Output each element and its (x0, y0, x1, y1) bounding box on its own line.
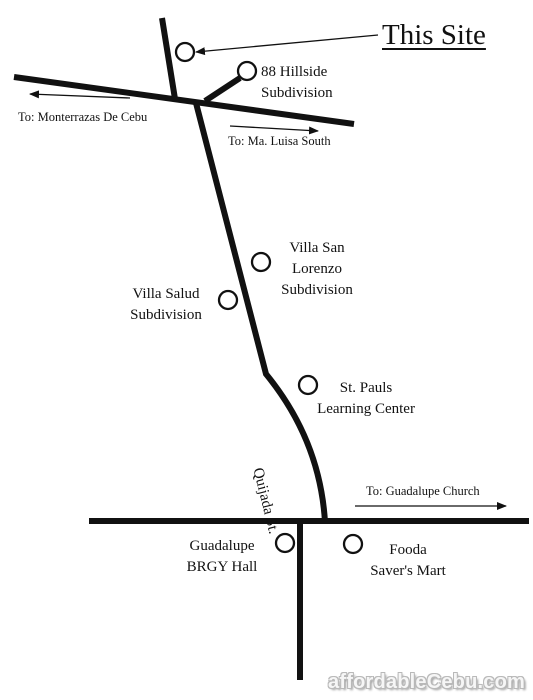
watermark-logo: affordableCebu.com (328, 671, 525, 693)
guadalupe-brgy-marker (274, 532, 296, 554)
hillside-label-line-1: 88 Hillside (261, 64, 328, 80)
hillside-marker (236, 60, 258, 82)
guadalupe-brgy-line-2: BRGY Hall (186, 559, 258, 575)
villa-salud-line-1: Villa Salud (132, 286, 200, 302)
fooda-line-2: Saver's Mart (370, 563, 446, 579)
guadalupe-brgy-label: Guadalupe BRGY Hall (176, 536, 268, 578)
villa-san-lorenzo-line-1: Villa San (289, 240, 345, 256)
arrow-to-monterrazas (29, 90, 131, 99)
villa-san-lorenzo-marker (250, 251, 272, 273)
st-pauls-line-1: St. Pauls (339, 380, 393, 396)
this-site-marker (174, 41, 196, 63)
arrow-to-ma-luisa (229, 125, 319, 135)
villa-san-lorenzo-line-2: Lorenzo (292, 261, 342, 277)
villa-san-lorenzo-line-3: Subdivision (281, 282, 353, 298)
st-pauls-marker (297, 374, 319, 396)
north-road (159, 17, 178, 100)
fooda-label: Fooda Saver's Mart (366, 540, 450, 582)
monterrazas-direction-label: To: Monterrazas De Cebu (18, 110, 148, 124)
guadalupe-brgy-line-1: Guadalupe (189, 538, 255, 554)
villa-salud-marker (217, 289, 239, 311)
villa-san-lorenzo-label: Villa San Lorenzo Subdivision (272, 238, 362, 301)
hillside-label: 88 Hillside Subdivision (261, 62, 333, 104)
st-pauls-label: St. Pauls Learning Center (304, 378, 428, 420)
hillside-access-road (203, 75, 242, 104)
hillside-label-line-2: Subdivision (261, 85, 333, 101)
quijada-street-road (193, 102, 328, 523)
st-pauls-line-2: Learning Center (317, 401, 415, 417)
site-pointer-arrow (195, 34, 379, 56)
guadalupe-church-direction-label: To: Guadalupe Church (366, 484, 480, 498)
villa-salud-label: Villa Salud Subdivision (120, 284, 212, 326)
fooda-line-1: Fooda (389, 542, 427, 558)
fooda-marker (342, 533, 364, 555)
villa-salud-line-2: Subdivision (130, 307, 202, 323)
upper-cross-road (13, 74, 355, 127)
ma-luisa-direction-label: To: Ma. Luisa South (228, 134, 331, 148)
this-site-title: This Site (382, 19, 486, 51)
